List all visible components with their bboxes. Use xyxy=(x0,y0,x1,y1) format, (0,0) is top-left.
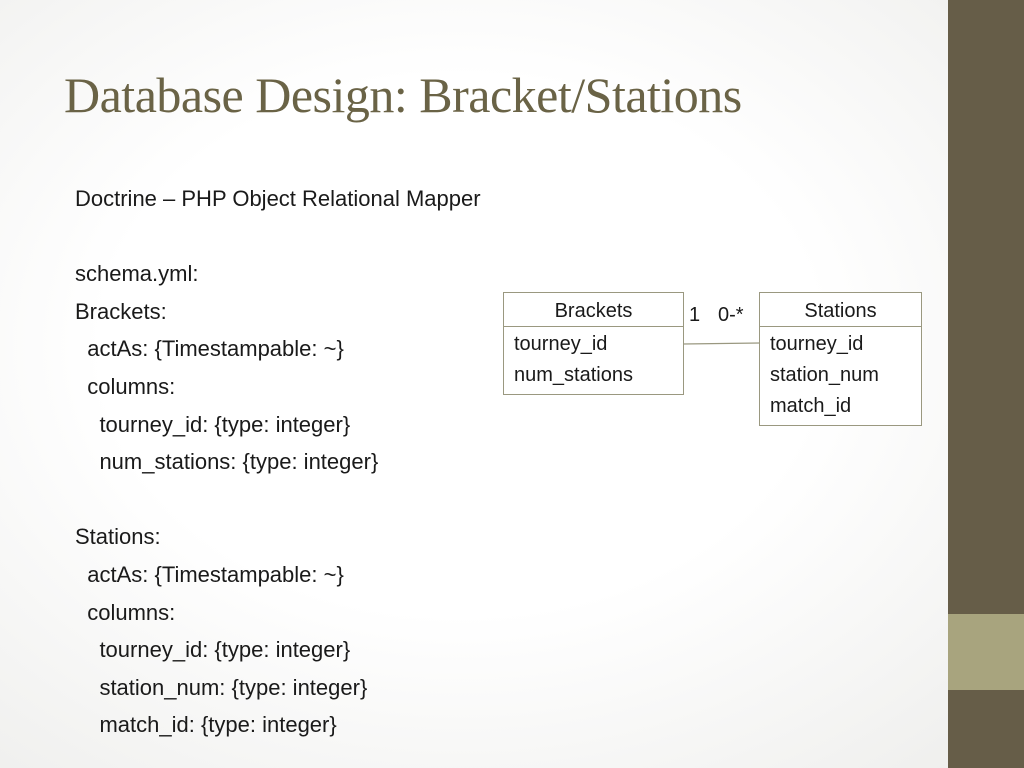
body-line: tourney_id: {type: integer} xyxy=(75,411,351,437)
entity-brackets: Brackets tourney_id num_stations xyxy=(503,292,684,395)
entity-field: station_num xyxy=(770,364,879,386)
cardinality-right: 0-* xyxy=(718,304,744,326)
entity-stations-name: Stations xyxy=(760,293,921,327)
cardinality-left: 1 xyxy=(689,304,701,326)
body-line: actAs: {Timestampable: ~} xyxy=(75,336,344,362)
entity-field: tourney_id xyxy=(770,333,864,355)
entity-stations: Stations tourney_id station_num match_id xyxy=(759,292,922,426)
body-line: tourney_id: {type: integer} xyxy=(75,637,351,663)
entity-field: tourney_id xyxy=(514,333,608,355)
body-text: Doctrine – PHP Object Relational Mapper … xyxy=(75,180,495,744)
body-line: Brackets: xyxy=(75,298,167,324)
body-line: match_id: {type: integer} xyxy=(75,712,337,738)
body-line: columns: xyxy=(75,373,176,399)
entity-field: num_stations xyxy=(514,364,633,386)
body-line: station_num: {type: integer} xyxy=(75,674,368,700)
entity-brackets-name: Brackets xyxy=(504,293,683,327)
entity-field: match_id xyxy=(770,395,852,417)
body-line: Stations: xyxy=(75,524,161,550)
body-line: schema.yml: xyxy=(75,261,199,287)
body-line: Doctrine – PHP Object Relational Mapper xyxy=(75,186,481,211)
body-line: columns: xyxy=(75,599,176,625)
slide-title: Database Design: Bracket/Stations xyxy=(64,67,742,123)
body-line: num_stations: {type: integer} xyxy=(75,449,379,475)
sidebar-accent-block xyxy=(948,614,1024,690)
body-line: actAs: {Timestampable: ~} xyxy=(75,561,344,587)
relationship-line xyxy=(682,342,761,345)
